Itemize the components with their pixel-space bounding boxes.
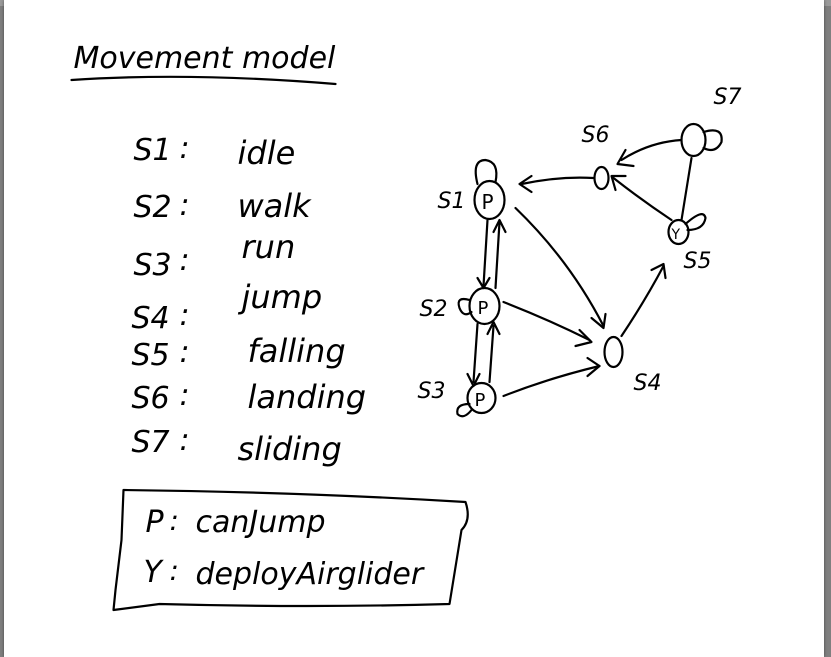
state-id-5: S5 — [132, 338, 170, 373]
legend-meaning-y: deployAirglider — [196, 557, 425, 592]
edge-s2-s1-head — [492, 218, 507, 234]
node-s7 — [680, 122, 707, 158]
state-id-2: S2 — [134, 190, 172, 225]
legend-box: P : canJump Y : deployAirglider — [112, 488, 469, 612]
state-colon-3: : — [180, 243, 190, 278]
edge-s1-s4-head — [590, 312, 607, 330]
page-title: Movement model — [74, 41, 337, 76]
edge-s6-s1 — [520, 176, 595, 186]
state-colon-4: : — [180, 298, 190, 333]
node-s1-name: S1 — [438, 189, 466, 214]
state-colon-5: : — [180, 335, 190, 370]
edge-s1-s2 — [482, 218, 489, 288]
state-id-1: S1 — [134, 133, 172, 168]
edge-s3-s2 — [488, 324, 495, 384]
state-label-2: walk — [238, 187, 313, 225]
edge-s7-s6 — [620, 138, 683, 162]
edge-s5-s6 — [612, 176, 673, 222]
state-colon-1: : — [180, 131, 190, 166]
handwritten-diagram: Movement model S1 : idle S2 : walk S3 : … — [70, 41, 742, 612]
edge-s6-s1-head — [518, 174, 533, 194]
legend-symbol-y: Y — [144, 555, 165, 590]
node-s2-name: S2 — [420, 297, 448, 322]
state-label-1: idle — [238, 134, 296, 172]
legend-symbol-p: P — [146, 505, 165, 540]
node-s3-name: S3 — [418, 379, 446, 404]
state-colon-6: : — [180, 378, 190, 413]
node-s5-mark: Y — [671, 227, 681, 243]
node-s3 — [466, 381, 497, 415]
legend-meaning-p: canJump — [196, 505, 326, 540]
edge-s7-s6-head — [616, 148, 635, 168]
edge-s5-s7 — [680, 156, 693, 222]
state-label-6: landing — [248, 378, 367, 416]
node-s5-name: S5 — [684, 249, 712, 274]
node-s6-name: S6 — [582, 123, 610, 148]
node-s1 — [473, 179, 506, 221]
node-s3-mark: P — [475, 390, 486, 411]
state-label-5: falling — [248, 332, 346, 370]
edge-s2-s4 — [502, 300, 591, 342]
node-s2-mark: P — [478, 298, 489, 319]
edge-s3-s4-head — [586, 356, 601, 378]
edge-s3-s4 — [502, 364, 601, 398]
document-page: Movement model S1 : idle S2 : walk S3 : … — [4, 0, 824, 657]
title-underline — [70, 75, 337, 86]
node-s4 — [603, 335, 624, 369]
edge-s1-s4 — [514, 206, 605, 328]
self-loop-s3 — [456, 402, 473, 418]
state-id-4: S4 — [132, 301, 170, 336]
self-loop-s7 — [702, 129, 723, 152]
node-s1-mark: P — [482, 190, 494, 214]
state-id-7: S7 — [132, 425, 170, 460]
state-label-4: jump — [238, 278, 323, 316]
edge-s2-s4-head — [574, 328, 593, 348]
edge-s2-s1 — [494, 220, 501, 290]
edge-s4-s5 — [620, 264, 665, 338]
self-loop-s2 — [457, 297, 473, 316]
edge-s3-s2-head — [486, 320, 501, 336]
edge-s4-s5-head — [650, 262, 667, 280]
state-machine: P S1 P S2 P S3 S4 Y S5 S6 S7 — [418, 85, 742, 418]
edge-s1-s2-head — [476, 276, 491, 290]
state-label-3: run — [242, 228, 296, 266]
legend-colon-p: : — [170, 504, 179, 537]
node-s6 — [593, 165, 610, 191]
self-loop-s1 — [474, 158, 498, 186]
legend-border — [112, 488, 469, 612]
edge-s2-s3-head — [466, 372, 481, 388]
state-id-6: S6 — [132, 381, 170, 416]
node-s4-name: S4 — [634, 371, 662, 396]
edge-s2-s3 — [472, 322, 479, 384]
edge-s5-s6-head — [610, 174, 627, 192]
node-s5 — [667, 218, 690, 246]
state-colon-7: : — [180, 423, 190, 458]
self-loop-s5 — [684, 213, 707, 232]
node-s7-name: S7 — [714, 85, 742, 110]
state-label-7: sliding — [238, 430, 342, 468]
state-id-3: S3 — [134, 248, 172, 283]
state-list: S1 : idle S2 : walk S3 : run S4 : jump S… — [132, 131, 367, 468]
state-colon-2: : — [180, 188, 190, 223]
legend-colon-y: : — [170, 554, 179, 587]
